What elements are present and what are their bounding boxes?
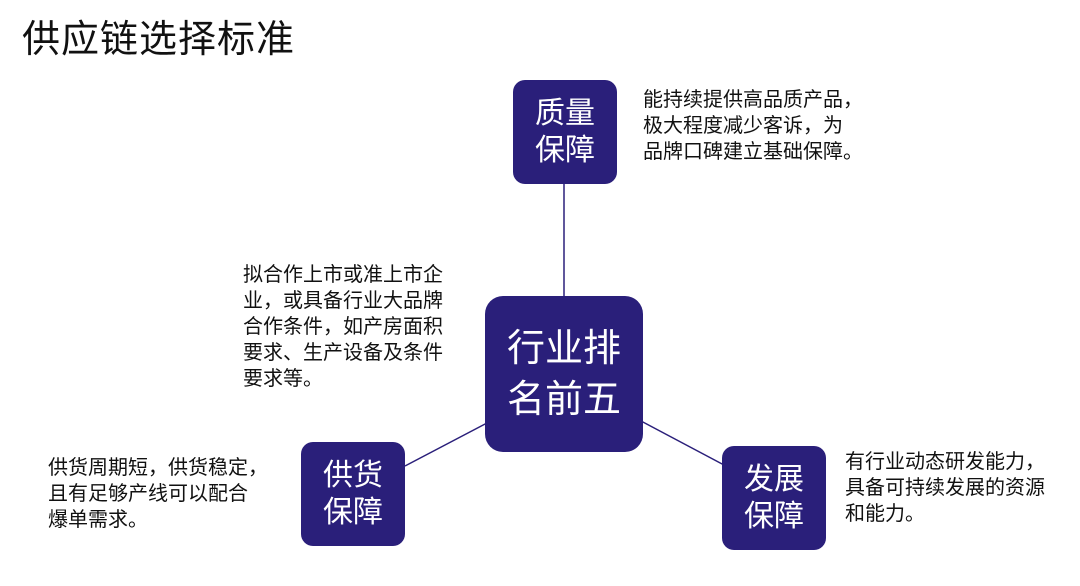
industry-top-five-description: 拟合作上市或准上市企 业，或具备行业大品牌 合作条件，如产房面积 要求、生产设备… <box>243 262 443 390</box>
development-assurance-description: 有行业动态研发能力， 具备可持续发展的资源 和能力。 <box>845 449 1045 525</box>
quality-assurance-node: 质量 保障 <box>513 80 617 184</box>
connector-center-develop <box>640 420 725 466</box>
connector-center-supply <box>404 422 488 467</box>
supply-assurance-node: 供货 保障 <box>301 442 405 546</box>
page-title: 供应链选择标准 <box>22 17 296 61</box>
industry-top-five-node: 行业排 名前五 <box>485 296 643 452</box>
supply-assurance-description: 供货周期短，供货稳定， 且有足够产线可以配合 爆单需求。 <box>48 455 268 531</box>
quality-assurance-description: 能持续提供高品质产品， 极大程度减少客诉，为 品牌口碑建立基础保障。 <box>643 87 863 163</box>
development-assurance-node: 发展 保障 <box>722 446 826 550</box>
